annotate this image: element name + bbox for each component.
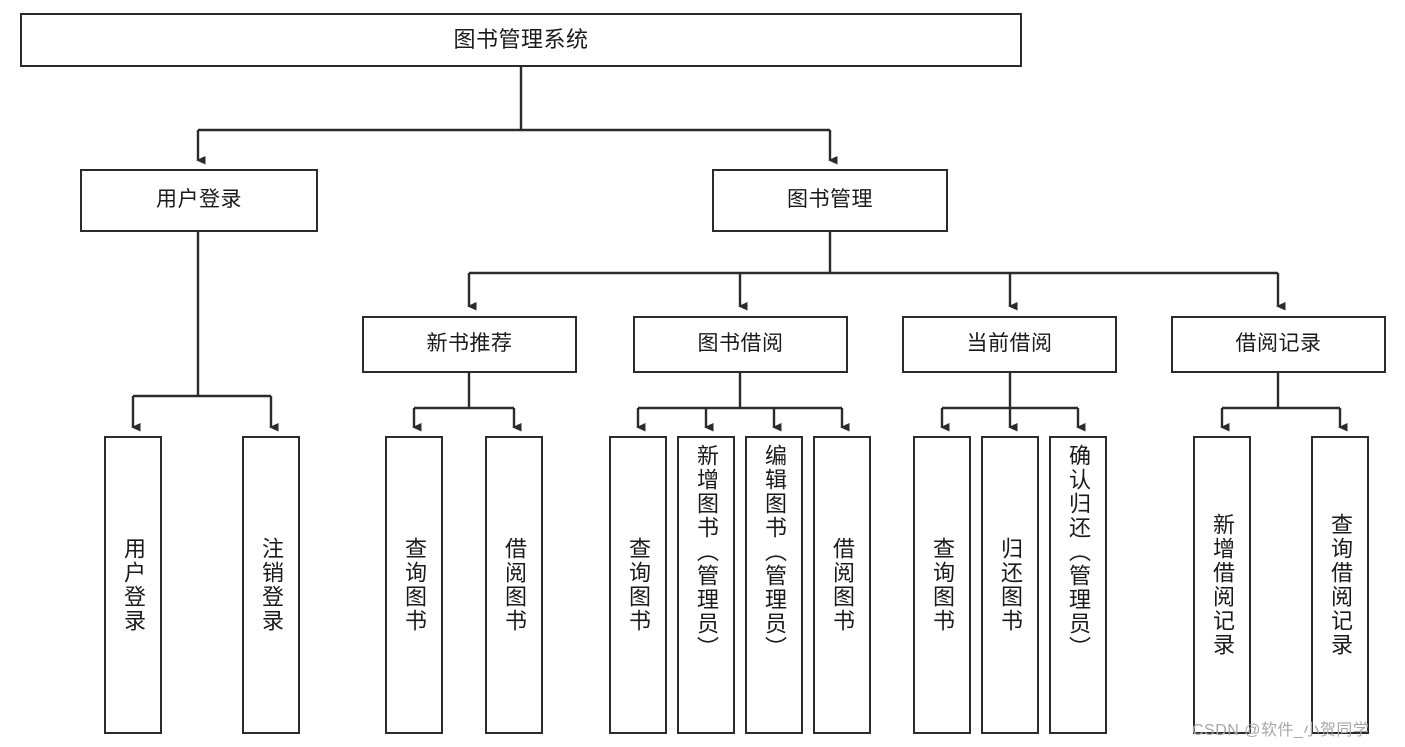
node-label: 新增借阅记录 bbox=[1210, 513, 1235, 657]
leaf-new-book-query-book[interactable]: 查询图书 bbox=[385, 436, 443, 734]
node-label: 借阅记录 bbox=[1235, 332, 1322, 356]
node-label: 查询借阅记录 bbox=[1328, 513, 1353, 657]
node-label: 借阅图书 bbox=[830, 537, 855, 633]
node-label: 新增图书（管理员） bbox=[694, 444, 719, 660]
node-user-login[interactable]: 用户登录 bbox=[80, 169, 318, 232]
leaf-book-borrow-edit-book-admin[interactable]: 编辑图书（管理员） bbox=[745, 436, 803, 734]
node-label: 确认归还（管理员） bbox=[1066, 444, 1091, 660]
node-label: 编辑图书（管理员） bbox=[762, 444, 787, 660]
node-label: 查询图书 bbox=[930, 537, 955, 633]
leaf-book-borrow-query-book[interactable]: 查询图书 bbox=[609, 436, 667, 734]
leaf-new-book-borrow-book[interactable]: 借阅图书 bbox=[485, 436, 543, 734]
node-label: 注销登录 bbox=[259, 537, 284, 633]
leaf-current-borrow-confirm-return-admin[interactable]: 确认归还（管理员） bbox=[1049, 436, 1107, 734]
node-label: 图书借阅 bbox=[697, 332, 784, 356]
node-label: 图书管理系统 bbox=[453, 27, 589, 53]
node-label: 归还图书 bbox=[998, 537, 1023, 633]
node-label: 新书推荐 bbox=[426, 332, 513, 356]
node-label: 用户登录 bbox=[121, 537, 146, 633]
node-book-borrowing[interactable]: 图书借阅 bbox=[633, 316, 848, 373]
node-root-book-management-system[interactable]: 图书管理系统 bbox=[20, 13, 1022, 67]
leaf-current-borrow-query-book[interactable]: 查询图书 bbox=[913, 436, 971, 734]
node-current-borrowing[interactable]: 当前借阅 bbox=[902, 316, 1117, 373]
leaf-user-login-logout[interactable]: 注销登录 bbox=[242, 436, 300, 734]
node-label: 借阅图书 bbox=[502, 537, 527, 633]
leaf-borrow-record-query-record[interactable]: 查询借阅记录 bbox=[1311, 436, 1369, 734]
node-label: 查询图书 bbox=[626, 537, 651, 633]
node-label: 图书管理 bbox=[787, 188, 873, 212]
node-label: 用户登录 bbox=[156, 188, 242, 212]
leaf-book-borrow-add-book-admin[interactable]: 新增图书（管理员） bbox=[677, 436, 735, 734]
leaf-current-borrow-return-book[interactable]: 归还图书 bbox=[981, 436, 1039, 734]
watermark: CSDN @软件_小贺同学 bbox=[1192, 722, 1370, 739]
node-new-book-recommendation[interactable]: 新书推荐 bbox=[362, 316, 577, 373]
node-label: 查询图书 bbox=[402, 537, 427, 633]
node-label: 当前借阅 bbox=[966, 332, 1053, 356]
leaf-book-borrow-borrow-book[interactable]: 借阅图书 bbox=[813, 436, 871, 734]
leaf-borrow-record-add-record[interactable]: 新增借阅记录 bbox=[1193, 436, 1251, 734]
leaf-user-login-login[interactable]: 用户登录 bbox=[104, 436, 162, 734]
node-book-management[interactable]: 图书管理 bbox=[712, 169, 948, 232]
node-borrowing-record[interactable]: 借阅记录 bbox=[1171, 316, 1386, 373]
